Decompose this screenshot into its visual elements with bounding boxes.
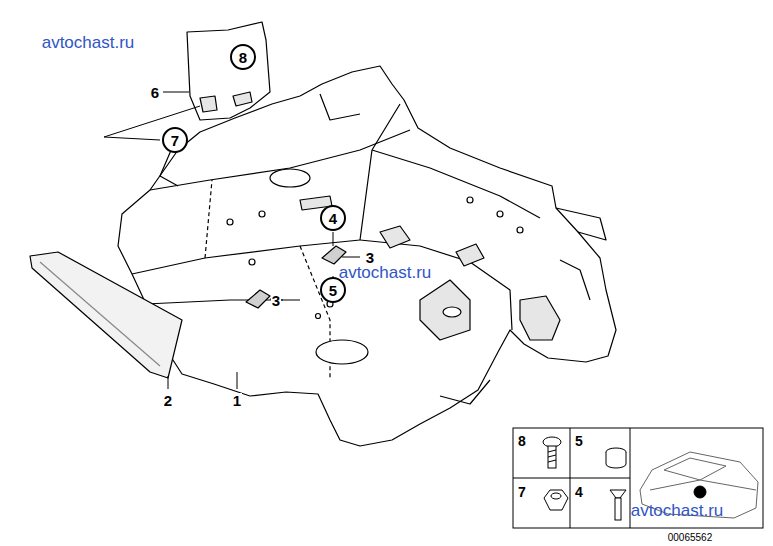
- carpet-outline: [118, 66, 616, 446]
- callout-circle: 4: [320, 205, 346, 231]
- callout-number: 8: [239, 50, 247, 65]
- watermark: avtochast.ru: [339, 264, 432, 281]
- callout-number: 4: [329, 211, 337, 226]
- watermark: avtochast.ru: [42, 34, 135, 51]
- callout-number: 6: [150, 85, 160, 100]
- table-cell: 8: [518, 434, 526, 448]
- table-cell: 7: [518, 485, 526, 499]
- parts-table: [513, 428, 763, 528]
- table-cell: 5: [575, 434, 583, 448]
- callout-circle: 7: [162, 127, 188, 153]
- panel-outline: [187, 22, 270, 120]
- mat-outline: [30, 252, 182, 378]
- callout-number: 3: [365, 250, 375, 265]
- table-cell: 4: [575, 485, 583, 499]
- callout-number: 2: [163, 393, 173, 408]
- callout-number: 5: [329, 283, 337, 298]
- watermark: avtochast.ru: [631, 502, 724, 519]
- callout-circle: 5: [320, 277, 346, 303]
- callout-number: 7: [171, 133, 179, 148]
- callout-circle: 8: [230, 44, 256, 70]
- callout-number: 1: [232, 393, 242, 408]
- callout-number: 3: [271, 293, 281, 308]
- leader-lines: [104, 92, 360, 389]
- diagram-code: 00065562: [668, 533, 713, 543]
